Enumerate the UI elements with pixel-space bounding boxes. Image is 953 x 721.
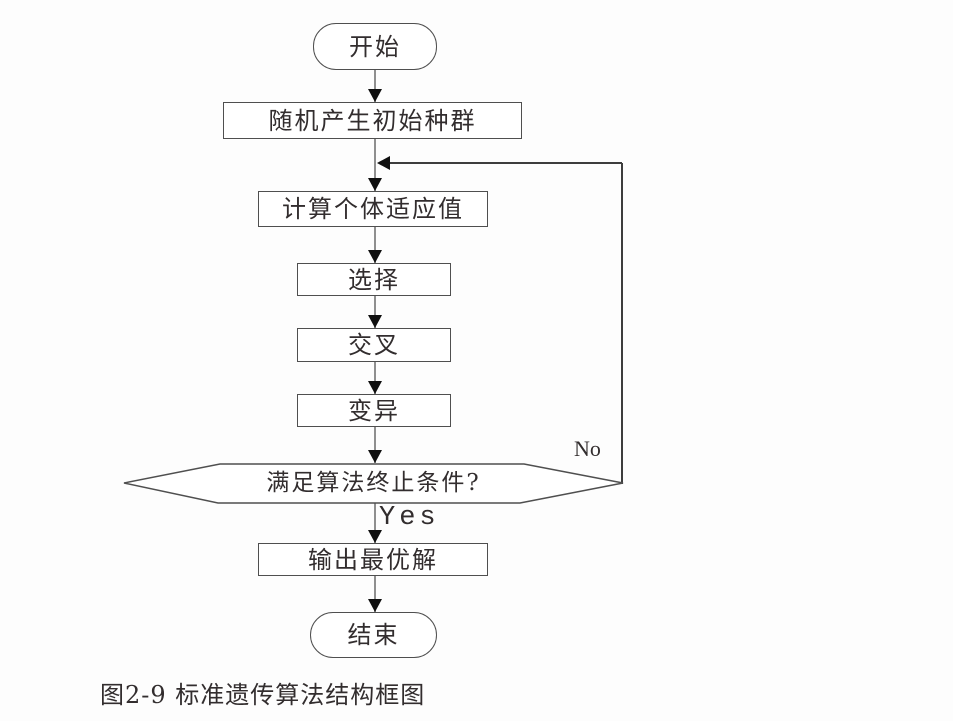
loop-line-vertical bbox=[621, 163, 623, 484]
node-end-terminator: 结束 bbox=[310, 612, 437, 658]
arrow-down-icon bbox=[368, 450, 382, 463]
connector-mutation-condition bbox=[374, 427, 376, 463]
node-calc-fitness: 计算个体适应值 bbox=[258, 191, 488, 227]
hexagon-shape bbox=[123, 463, 624, 504]
node-output-solution: 输出最优解 bbox=[258, 543, 488, 576]
node-termination-condition: 满足算法终止条件? bbox=[123, 463, 624, 504]
connector-selection-crossover bbox=[374, 296, 376, 328]
connector-start-init bbox=[374, 70, 376, 102]
figure-caption: 图2-9 标准遗传算法结构框图 bbox=[100, 681, 426, 709]
arrow-down-icon bbox=[368, 381, 382, 394]
connector-condition-output bbox=[374, 502, 376, 543]
node-crossover: 交叉 bbox=[297, 328, 451, 362]
node-selection: 选择 bbox=[297, 263, 451, 296]
connector-fitness-selection bbox=[374, 227, 376, 263]
arrow-down-icon bbox=[368, 315, 382, 328]
arrow-down-icon bbox=[368, 89, 382, 102]
edge-label-yes: Yes bbox=[379, 503, 440, 533]
connector-init-fitness bbox=[374, 139, 376, 191]
connector-output-end bbox=[374, 576, 376, 612]
node-mutation: 变异 bbox=[297, 394, 451, 427]
arrow-down-icon bbox=[368, 599, 382, 612]
arrow-down-icon bbox=[368, 178, 382, 191]
arrow-down-icon bbox=[368, 250, 382, 263]
arrow-left-icon bbox=[377, 156, 390, 170]
loop-line-horizontal bbox=[390, 162, 622, 164]
connector-crossover-mutation bbox=[374, 362, 376, 394]
edge-label-no: No bbox=[574, 436, 601, 461]
arrow-down-icon bbox=[368, 530, 382, 543]
node-start-terminator: 开始 bbox=[313, 23, 437, 70]
termination-condition-label: 满足算法终止条件? bbox=[266, 470, 481, 496]
node-init-population: 随机产生初始种群 bbox=[223, 102, 522, 139]
